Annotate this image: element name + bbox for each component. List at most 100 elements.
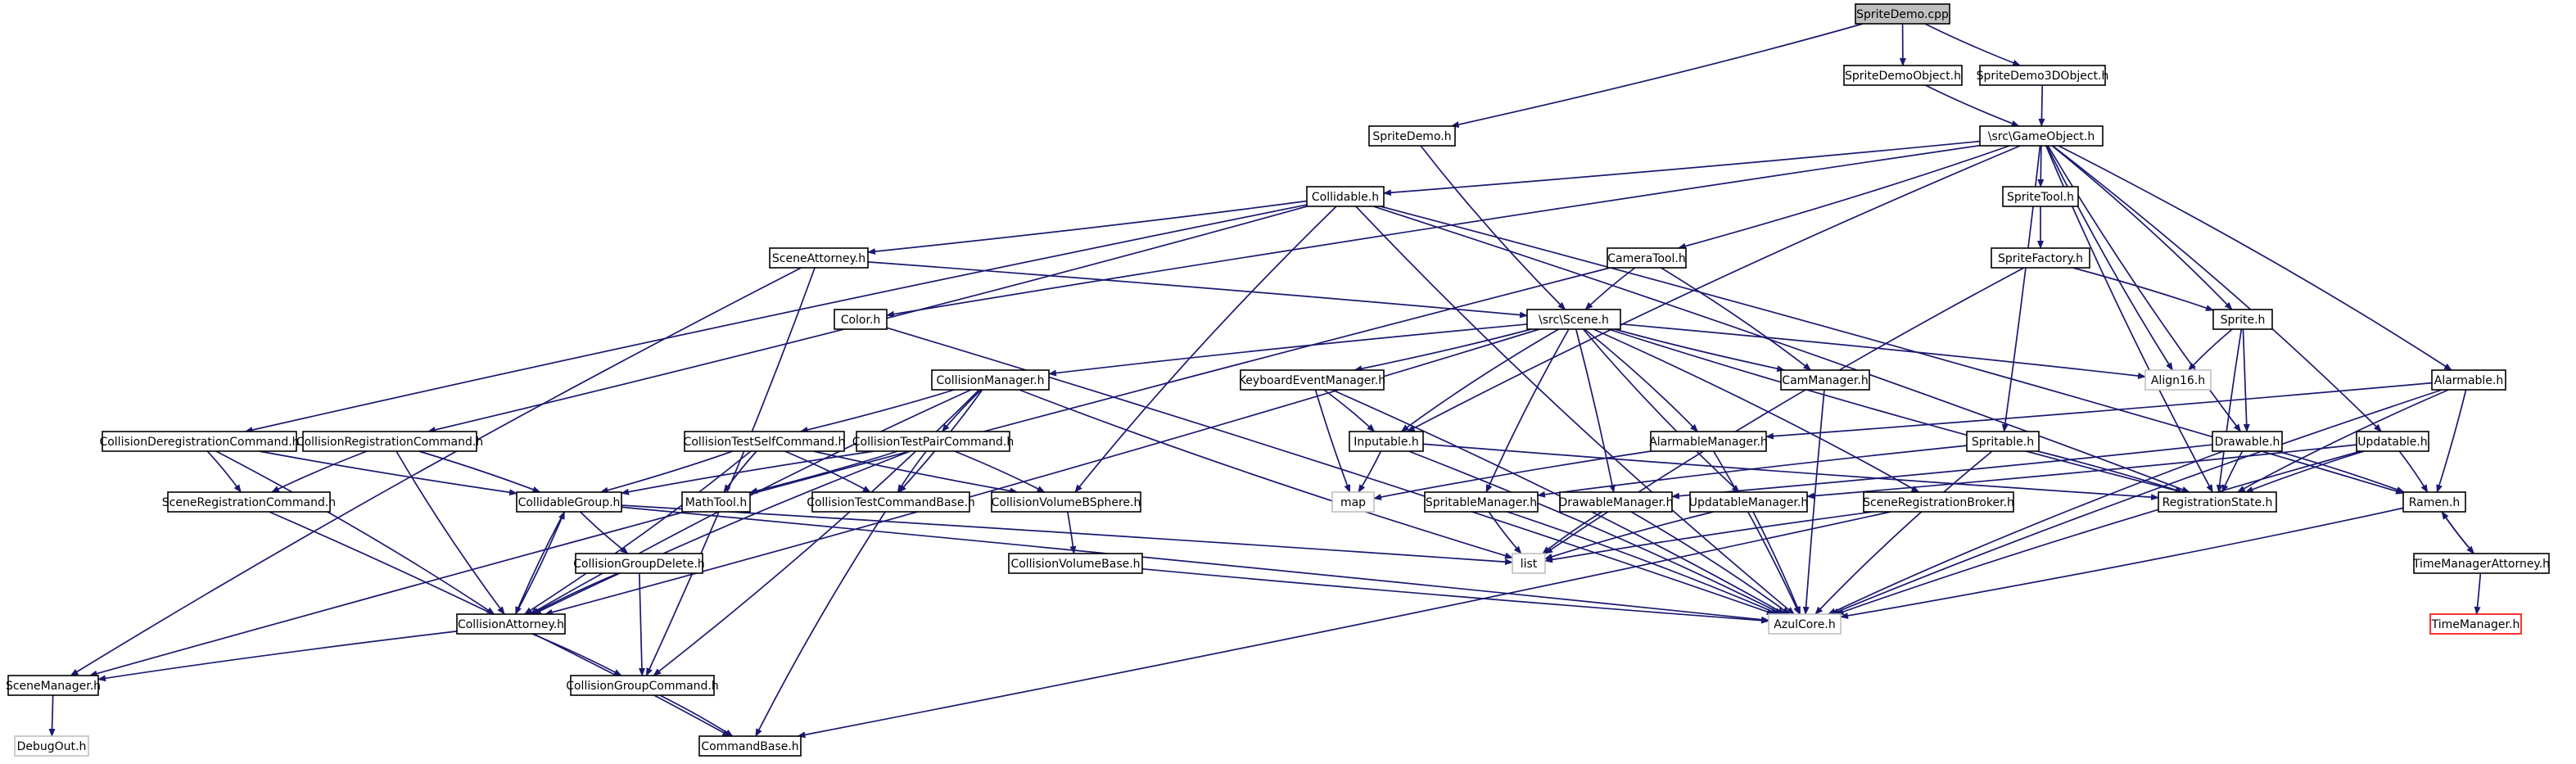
node-collisiongroupdelete-h[interactable]: CollisionGroupDelete.h [573, 553, 705, 574]
node-sceneattorney-h[interactable]: SceneAttorney.h [769, 247, 869, 269]
node-drawablemanager-h[interactable]: DrawableManager.h [1559, 491, 1674, 513]
node-collisionmanager-h[interactable]: CollisionManager.h [931, 369, 1050, 391]
node-collisionvolumebsphere-h[interactable]: CollisionVolumeBSphere.h [991, 491, 1141, 513]
node-box [1559, 491, 1673, 513]
node-collisionattorney-h[interactable]: CollisionAttorney.h [456, 613, 566, 635]
node-cameratool-h[interactable]: CameraTool.h [1607, 247, 1687, 269]
edge-collisionmanager_h-to-list [1019, 389, 1513, 559]
node-box [2212, 309, 2273, 330]
node-spritedemo-cpp[interactable]: SpriteDemo.cpp [1855, 3, 1950, 25]
node-registrationstate-h[interactable]: RegistrationState.h [2158, 491, 2277, 513]
edge-scene_h-to-align16_h [1620, 323, 2146, 379]
node-label: TimeManagerAttorney.h [2412, 558, 2550, 571]
node-align16-h[interactable]: Align16.h [2144, 369, 2212, 391]
node-collidablegroup-h[interactable]: CollidableGroup.h [516, 491, 622, 513]
node-inputable-h[interactable]: Inputable.h [1349, 431, 1424, 452]
node-collisiontestcommandbase-h[interactable]: CollisionTestCommandBase.h [807, 491, 975, 513]
edge-updatable_h-to-ramen_h [2398, 450, 2429, 493]
edge-collisionmanager_h-to-collisiontestpaircommand_h [942, 389, 982, 432]
node-scene-h[interactable]: \src\Scene.h [1526, 309, 1621, 330]
edge-sceneattorney_h-to-collisiongroupcommand_h [645, 267, 816, 676]
node-sceneregistrationcommand-h[interactable]: SceneRegistrationCommand.h [162, 491, 336, 513]
node-label: DrawableManager.h [1559, 496, 1674, 509]
node-timemanager-h[interactable]: TimeManager.h [2429, 613, 2522, 635]
node-label: SpriteDemoObject.h [1845, 70, 1961, 83]
node-label: SpriteFactory.h [1998, 252, 2083, 265]
node-box [1689, 491, 1808, 513]
edge-collisiongroupcommand_h-to-commandbase_h [659, 694, 734, 737]
node-label: SpritableManager.h [1426, 496, 1537, 509]
edge-collisionvolumebase_h-to-azulcore_h [1141, 567, 1769, 624]
edge-collisiongroupdelete_h-to-collisionattorney_h [531, 572, 619, 615]
node-scenemanager-h[interactable]: SceneManager.h [6, 675, 101, 696]
edge-updatable_h-to-updatablemanager_h [1806, 444, 2357, 500]
edge-collidablegroup_h-to-collisionattorney_h [514, 511, 566, 615]
node-color-h[interactable]: Color.h [834, 309, 888, 330]
node-label: \src\GameObject.h [1988, 130, 2095, 143]
node-collisiontestselfcommand-h[interactable]: CollisionTestSelfCommand.h [684, 431, 846, 452]
node-spritedemo-h[interactable]: SpriteDemo.h [1368, 125, 1456, 147]
edge-timemanagerattorney_h-to-timemanager_h [2474, 572, 2482, 615]
node-sceneregistrationbroker-h[interactable]: SceneRegistrationBroker.h [1863, 491, 2014, 513]
edge-collisionattorney_h-to-collisiongroupcommand_h [531, 633, 622, 676]
node-alarmablemanager-h[interactable]: AlarmableManager.h [1649, 431, 1768, 452]
node-alarmable-h[interactable]: Alarmable.h [2431, 369, 2506, 391]
node-label: CommandBase.h [701, 740, 798, 753]
node-map[interactable]: map [1331, 491, 1375, 513]
edge-cameratool_h-to-cammanager_h [1661, 267, 1812, 371]
node-label: list [1521, 558, 1538, 571]
node-list[interactable]: list [1512, 553, 1546, 574]
node-keyboardeventmanager-h[interactable]: KeyboardEventManager.h [1239, 369, 1385, 391]
node-debugout-h[interactable]: DebugOut.h [14, 735, 89, 757]
node-label: AlarmableManager.h [1649, 436, 1768, 449]
node-box [681, 491, 751, 513]
edge-keyboardeventmanager_h-to-map [1314, 389, 1351, 493]
node-box [1349, 431, 1424, 452]
node-commandbase-h[interactable]: CommandBase.h [698, 735, 802, 757]
node-box [2356, 431, 2429, 452]
edge-spritedemo3dobject_h-to-gameobject_h [2038, 84, 2045, 127]
node-spritablemanager-h[interactable]: SpritableManager.h [1424, 491, 1539, 513]
node-spritefactory-h[interactable]: SpriteFactory.h [1991, 247, 2090, 269]
node-updatable-h[interactable]: Updatable.h [2356, 431, 2429, 452]
node-collisionregistrationcommand-h[interactable]: CollisionRegistrationCommand.h [296, 431, 483, 452]
node-sprite-h[interactable]: Sprite.h [2212, 309, 2273, 330]
node-collisionvolumebase-h[interactable]: CollisionVolumeBase.h [1008, 553, 1143, 574]
edge-collisiontestcommandbase_h-to-commandbase_h [755, 511, 886, 737]
node-label: SceneManager.h [6, 680, 101, 693]
node-box [1780, 369, 1870, 391]
node-box [856, 431, 1010, 452]
node-collisionderegistrationcommand-h[interactable]: CollisionDeregistrationCommand.h [99, 431, 300, 452]
node-drawable-h[interactable]: Drawable.h [2212, 431, 2283, 452]
node-box [1979, 125, 2104, 147]
node-azulcore-h[interactable]: AzulCore.h [1768, 613, 1842, 635]
edge-gameobject_h-to-cameratool_h [1677, 145, 2010, 250]
node-mathtool-h[interactable]: MathTool.h [681, 491, 751, 513]
node-spritedemoobject-h[interactable]: SpriteDemoObject.h [1843, 65, 1963, 86]
edge-collidablegroup_h-to-list [621, 504, 1513, 566]
edge-spritablemanager_h-to-list [1488, 511, 1522, 554]
edge-inputable_h-to-azulcore_h [1408, 450, 1783, 615]
node-gameobject-h[interactable]: \src\GameObject.h [1979, 125, 2104, 147]
node-cammanager-h[interactable]: CamManager.h [1780, 369, 1870, 391]
node-spritable-h[interactable]: Spritable.h [1966, 431, 2040, 452]
node-label: CollidableGroup.h [518, 496, 621, 509]
node-collisiontestpaircommand-h[interactable]: CollisionTestPairCommand.h [852, 431, 1015, 452]
edge-gameobject_h-to-spritable_h [2001, 145, 2041, 432]
node-label: Updatable.h [2357, 436, 2427, 449]
node-spritetool-h[interactable]: SpriteTool.h [2002, 186, 2079, 207]
node-spritedemo3dobject-h[interactable]: SpriteDemo3DObject.h [1977, 65, 2109, 86]
node-box [1607, 247, 1687, 269]
node-ramen-h[interactable]: Ramen.h [2402, 491, 2466, 513]
node-label: CollisionTestPairCommand.h [852, 436, 1015, 449]
edge-spritedemo_cpp-to-spritedemo_h [1450, 23, 1864, 128]
node-collidable-h[interactable]: Collidable.h [1306, 186, 1385, 207]
node-updatablemanager-h[interactable]: UpdatableManager.h [1689, 491, 1808, 513]
edge-sprite_h-to-align16_h [2188, 328, 2233, 371]
edge-gameobject_h-to-collidable_h [1383, 140, 1981, 197]
edge-spritedemo_h-to-scene_h [1420, 145, 1566, 310]
node-collisiongroupcommand-h[interactable]: CollisionGroupCommand.h [566, 675, 719, 696]
edge-scene_h-to-alarmablemanager_h [1584, 328, 1698, 432]
node-timemanagerattorney-h[interactable]: TimeManagerAttorney.h [2412, 553, 2550, 574]
edge-cameratool_h-to-scenemanager_h [88, 267, 1611, 677]
